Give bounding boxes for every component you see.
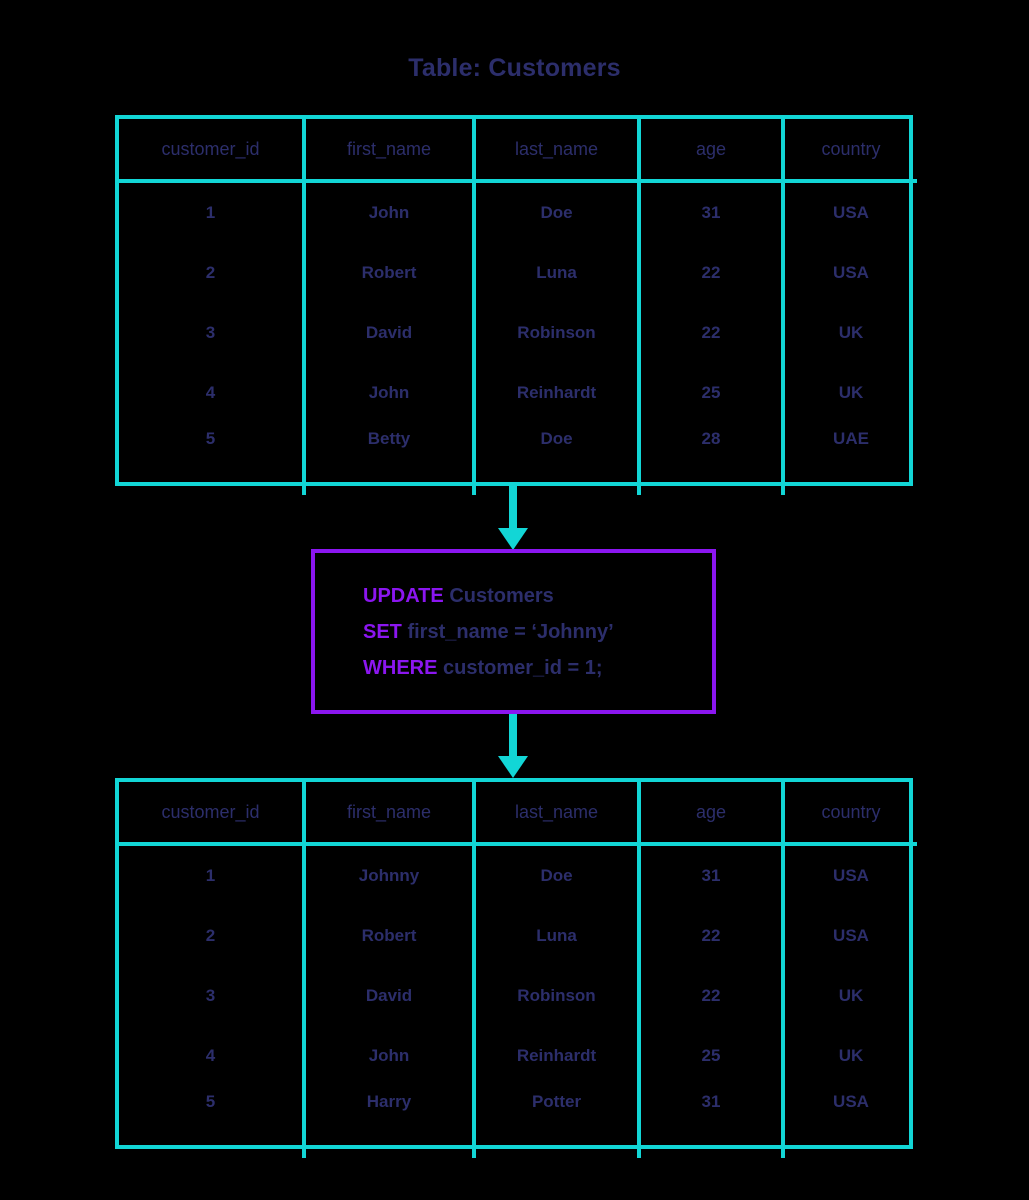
- cell-customer-id: 5: [119, 1086, 306, 1158]
- column-header-first-name: first_name: [304, 119, 476, 183]
- column-header-customer-id: customer_id: [119, 119, 306, 183]
- sql-keyword-update: UPDATE: [363, 584, 444, 607]
- cell-last-name: Reinhardt: [474, 1026, 641, 1086]
- cell-customer-id: 1: [119, 181, 306, 243]
- column-header-country: country: [783, 119, 917, 183]
- cell-first-name: Johnny: [304, 844, 476, 906]
- table-row: 4 John Reinhardt 25 UK: [119, 1026, 917, 1086]
- arrow-shaft: [509, 714, 517, 758]
- cell-age: 22: [639, 303, 785, 363]
- column-header-country: country: [783, 782, 917, 846]
- cell-country: UK: [838, 383, 864, 402]
- table-row: 2 Robert Luna 22 USA: [119, 906, 917, 966]
- cell-country: USA: [833, 203, 869, 222]
- cell-customer-id: 3: [119, 303, 306, 363]
- cell-customer-id: 3: [119, 966, 306, 1026]
- cell-country: USA: [833, 1092, 869, 1111]
- header-row: customer_id first_name last_name age cou…: [119, 782, 917, 846]
- table-grid: customer_id first_name last_name age cou…: [119, 782, 917, 1158]
- cell-last-name: Luna: [474, 243, 641, 303]
- cell-last-name: Potter: [474, 1086, 641, 1158]
- table-row: 3 David Robinson 22 UK: [119, 966, 917, 1026]
- sql-line-set: SET first_name = ‘Johnny’: [363, 614, 712, 650]
- cell-customer-id: 5: [119, 423, 306, 495]
- cell-first-name: David: [304, 303, 476, 363]
- sql-query-box: UPDATE Customers SET first_name = ‘Johnn…: [311, 549, 716, 714]
- sql-line-where: WHERE customer_id = 1;: [363, 650, 712, 686]
- cell-country: USA: [833, 866, 869, 885]
- cell-customer-id: 4: [119, 363, 306, 423]
- cell-age: 31: [639, 181, 785, 243]
- cell-age: 22: [639, 966, 785, 1026]
- table-header: customer_id first_name last_name age cou…: [119, 119, 917, 183]
- cell-country: UK: [838, 323, 864, 342]
- table-row: 1 Johnny Doe 31 USA: [119, 844, 917, 906]
- sql-line-update: UPDATE Customers: [363, 578, 712, 614]
- cell-first-name: Robert: [304, 906, 476, 966]
- arrow-shaft: [509, 486, 517, 530]
- cell-customer-id: 4: [119, 1026, 306, 1086]
- table-body: 1 John Doe 31 USA 2 Robert Luna 22 USA 3…: [119, 181, 917, 495]
- column-header-customer-id: customer_id: [119, 782, 306, 846]
- column-header-age: age: [639, 782, 785, 846]
- cell-age: 22: [639, 906, 785, 966]
- cell-first-name: Harry: [304, 1086, 476, 1158]
- arrow-head: [498, 756, 528, 778]
- cell-age: 28: [639, 423, 785, 495]
- column-header-age: age: [639, 119, 785, 183]
- cell-last-name: Luna: [474, 906, 641, 966]
- table-row: 5 Harry Potter 31 USA: [119, 1086, 917, 1158]
- sql-table-name: Customers: [449, 584, 554, 607]
- cell-country: USA: [833, 926, 869, 945]
- sql-set-expression: first_name = ‘Johnny’: [407, 620, 614, 643]
- cell-last-name: Doe: [474, 423, 641, 495]
- column-header-last-name: last_name: [474, 782, 641, 846]
- cell-first-name: John: [304, 1026, 476, 1086]
- table-row: 3 David Robinson 22 UK: [119, 303, 917, 363]
- cell-age: 31: [639, 1086, 785, 1158]
- table-header: customer_id first_name last_name age cou…: [119, 782, 917, 846]
- cell-last-name: Robinson: [474, 303, 641, 363]
- cell-country: UK: [838, 986, 864, 1005]
- arrow-head: [498, 528, 528, 550]
- table-body: 1 Johnny Doe 31 USA 2 Robert Luna 22 USA…: [119, 844, 917, 1158]
- cell-age: 25: [639, 363, 785, 423]
- cell-customer-id: 2: [119, 243, 306, 303]
- cell-customer-id: 2: [119, 906, 306, 966]
- cell-last-name: Robinson: [474, 966, 641, 1026]
- customers-table-after: customer_id first_name last_name age cou…: [115, 778, 917, 1158]
- table-row: 2 Robert Luna 22 USA: [119, 243, 917, 303]
- column-header-first-name: first_name: [304, 782, 476, 846]
- sql-keyword-where: WHERE: [363, 656, 438, 679]
- column-header-last-name: last_name: [474, 119, 641, 183]
- table-row: 4 John Reinhardt 25 UK: [119, 363, 917, 423]
- cell-customer-id: 1: [119, 844, 306, 906]
- cell-last-name: Doe: [474, 181, 641, 243]
- cell-country: USA: [833, 263, 869, 282]
- cell-age: 25: [639, 1026, 785, 1086]
- cell-age: 31: [639, 844, 785, 906]
- cell-country: UAE: [833, 429, 869, 448]
- header-row: customer_id first_name last_name age cou…: [119, 119, 917, 183]
- cell-last-name: Doe: [474, 844, 641, 906]
- sql-where-condition: customer_id = 1;: [443, 656, 603, 679]
- page-title: Table: Customers: [408, 54, 621, 82]
- cell-age: 22: [639, 243, 785, 303]
- table-row: 5 Betty Doe 28 UAE: [119, 423, 917, 495]
- cell-first-name: David: [304, 966, 476, 1026]
- cell-first-name: John: [304, 181, 476, 243]
- customers-table-before: customer_id first_name last_name age cou…: [115, 115, 917, 495]
- cell-first-name: Betty: [304, 423, 476, 495]
- cell-last-name: Reinhardt: [474, 363, 641, 423]
- cell-first-name: Robert: [304, 243, 476, 303]
- table-grid: customer_id first_name last_name age cou…: [119, 119, 917, 495]
- cell-country: UK: [838, 1046, 864, 1065]
- cell-first-name: John: [304, 363, 476, 423]
- table-row: 1 John Doe 31 USA: [119, 181, 917, 243]
- sql-keyword-set: SET: [363, 620, 402, 643]
